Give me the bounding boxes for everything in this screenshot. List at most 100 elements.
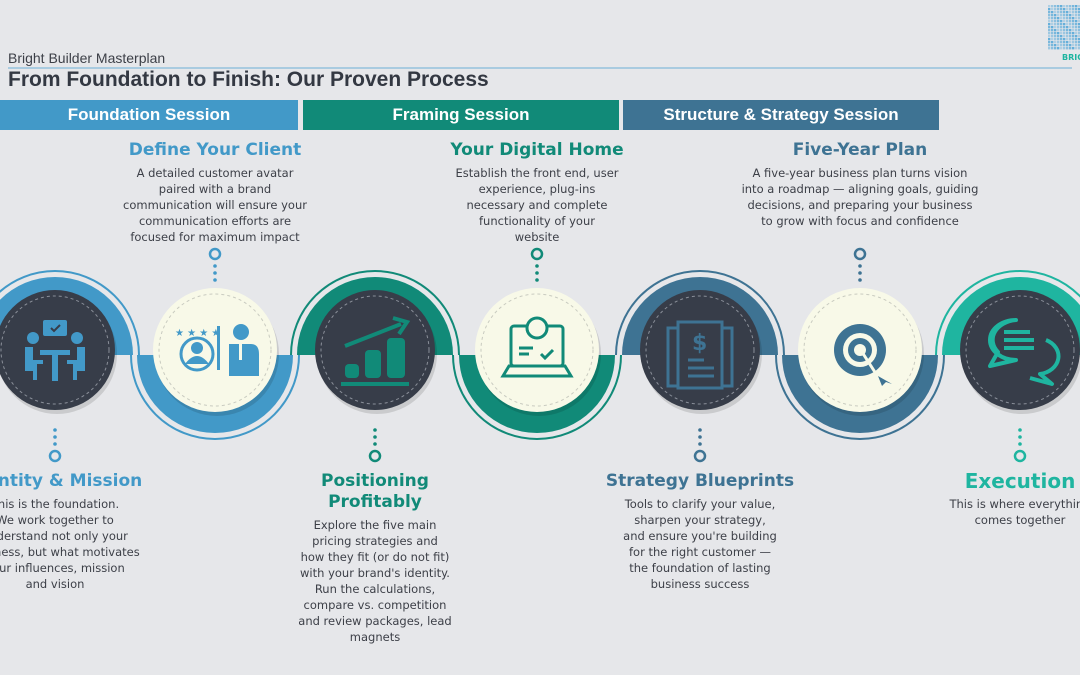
step-description: This is the foundation.We work together … — [0, 496, 155, 592]
connector-dot — [53, 435, 57, 439]
description-line: decisions, and preparing your business — [747, 198, 973, 212]
shape — [239, 344, 242, 360]
page-title: From Foundation to Finish: Our Proven Pr… — [8, 68, 489, 91]
step-circle — [153, 288, 277, 412]
brand-logo: BRIG — [1048, 5, 1080, 65]
connector-ring — [530, 247, 544, 261]
description-line: necessary and complete — [466, 198, 608, 212]
shape — [344, 322, 402, 348]
shape: ★ ★ ★ ★ — [175, 328, 220, 339]
shape — [988, 318, 1061, 386]
description-line: A detailed customer avatar — [136, 166, 294, 180]
connector-dot — [213, 264, 217, 268]
shape — [71, 332, 83, 344]
description-line: comes together — [974, 513, 1066, 527]
description-line: and ensure you're building — [623, 529, 777, 543]
description-line: website — [514, 230, 560, 244]
shape — [645, 295, 755, 405]
shape — [229, 344, 259, 376]
step-description: This is where everything comes together — [920, 496, 1080, 528]
step-circle — [640, 290, 760, 410]
description-line: your influences, mission — [0, 561, 125, 575]
description-line: This is where everything — [949, 497, 1080, 511]
shape — [676, 320, 724, 390]
shape — [33, 360, 43, 364]
shape — [341, 382, 409, 386]
description-line: pricing strategies and — [312, 534, 438, 548]
shape — [40, 350, 70, 355]
shape — [480, 293, 594, 407]
connector-dot — [535, 271, 539, 275]
target-icon — [834, 324, 892, 386]
shape — [500, 364, 574, 378]
laptop-icon — [500, 316, 574, 378]
shape — [77, 347, 85, 371]
connector-dot — [1018, 428, 1022, 432]
description-line: Explore the five main — [313, 518, 437, 532]
shape — [0, 295, 110, 405]
chat-bubbles-icon — [988, 318, 1061, 386]
description-line: business, but what motivates — [0, 545, 140, 559]
document-dollar-icon: $ — [666, 320, 734, 390]
connector-dot — [858, 271, 862, 275]
step-arc-outline — [452, 354, 622, 440]
step-title: Execution — [964, 469, 1076, 493]
connector-dot — [373, 435, 377, 439]
shape — [27, 332, 39, 344]
connector-ring — [1013, 449, 1027, 463]
shape — [43, 320, 67, 336]
connector-dot — [535, 264, 539, 268]
step-arc-outline — [775, 354, 945, 440]
shape — [73, 364, 77, 380]
connector-dot — [698, 435, 702, 439]
shape — [500, 316, 574, 378]
shape — [33, 364, 37, 380]
shape: ★ ★ ★ ★ — [175, 324, 259, 376]
shape — [1004, 330, 1034, 350]
description-line: Tools to clarify your value, — [624, 497, 776, 511]
step-description: Explore the five main pricing strategies … — [275, 517, 475, 645]
shape — [525, 316, 549, 340]
step-title: Strategy Blueprints — [605, 471, 795, 491]
shape — [191, 342, 203, 354]
connector-dot — [858, 264, 862, 268]
description-line: and vision — [25, 577, 85, 591]
step-arc-outline — [935, 270, 1080, 356]
connector-dot — [373, 442, 377, 446]
connector-ring — [693, 449, 707, 463]
connector-dot — [1018, 442, 1022, 446]
description-line: experience, plug-ins — [478, 182, 596, 196]
description-line: Establish the front end, user — [455, 166, 619, 180]
shape — [50, 324, 61, 333]
description-line: paired with a brand — [158, 182, 272, 196]
description-line: into a roadmap — aligning goals, guiding — [741, 182, 979, 196]
connector-ring — [48, 449, 62, 463]
description-line: and review packages, lead — [298, 614, 452, 628]
shape — [965, 295, 1075, 405]
step-circle — [475, 288, 599, 412]
connector-dot — [373, 428, 377, 432]
description-line: for the right customer — — [629, 545, 771, 559]
description-line: how they fit (or do not fit) — [300, 550, 450, 564]
header-divider — [8, 67, 1072, 69]
step-arc-outline — [0, 270, 140, 356]
connector-dot — [1018, 435, 1022, 439]
connector-ring — [853, 247, 867, 261]
shape — [52, 355, 58, 381]
shape — [158, 293, 272, 407]
step-description: A five-year business plan turns vision in… — [735, 165, 985, 229]
description-line: compare vs. competition — [303, 598, 447, 612]
description-line: A five-year business plan turns vision — [752, 166, 968, 180]
shape — [988, 318, 1018, 368]
session-foundation: Foundation Session — [0, 100, 298, 130]
shape — [67, 360, 77, 364]
shape — [688, 358, 714, 378]
description-line: understand not only your — [0, 529, 128, 543]
description-line: with your brand's identity. — [300, 566, 450, 580]
